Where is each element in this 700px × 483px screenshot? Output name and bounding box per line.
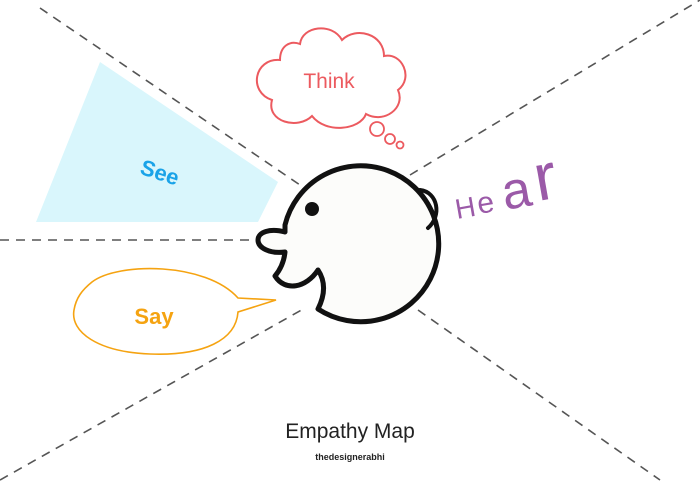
hear-letter-h: H <box>453 191 478 225</box>
hear-letter-e: e <box>474 185 496 220</box>
think-label: Think <box>303 70 355 93</box>
head-outline <box>258 166 439 322</box>
thought-bubble-dot-medium <box>385 134 395 144</box>
head-icon <box>258 166 439 322</box>
divider-line-top-right <box>410 0 700 175</box>
hear-letter-a: a <box>497 160 536 222</box>
see-view-cone <box>36 62 278 222</box>
eye-icon <box>305 202 319 216</box>
thought-bubble-dot-small <box>397 142 404 149</box>
speech-bubble <box>74 269 276 355</box>
author-credit: thedesignerabhi <box>0 452 700 462</box>
diagram-title: Empathy Map <box>0 420 700 444</box>
thought-bubble-dot-large <box>370 122 384 136</box>
say-label: Say <box>134 304 174 329</box>
hear-word: H e a r <box>453 138 562 225</box>
